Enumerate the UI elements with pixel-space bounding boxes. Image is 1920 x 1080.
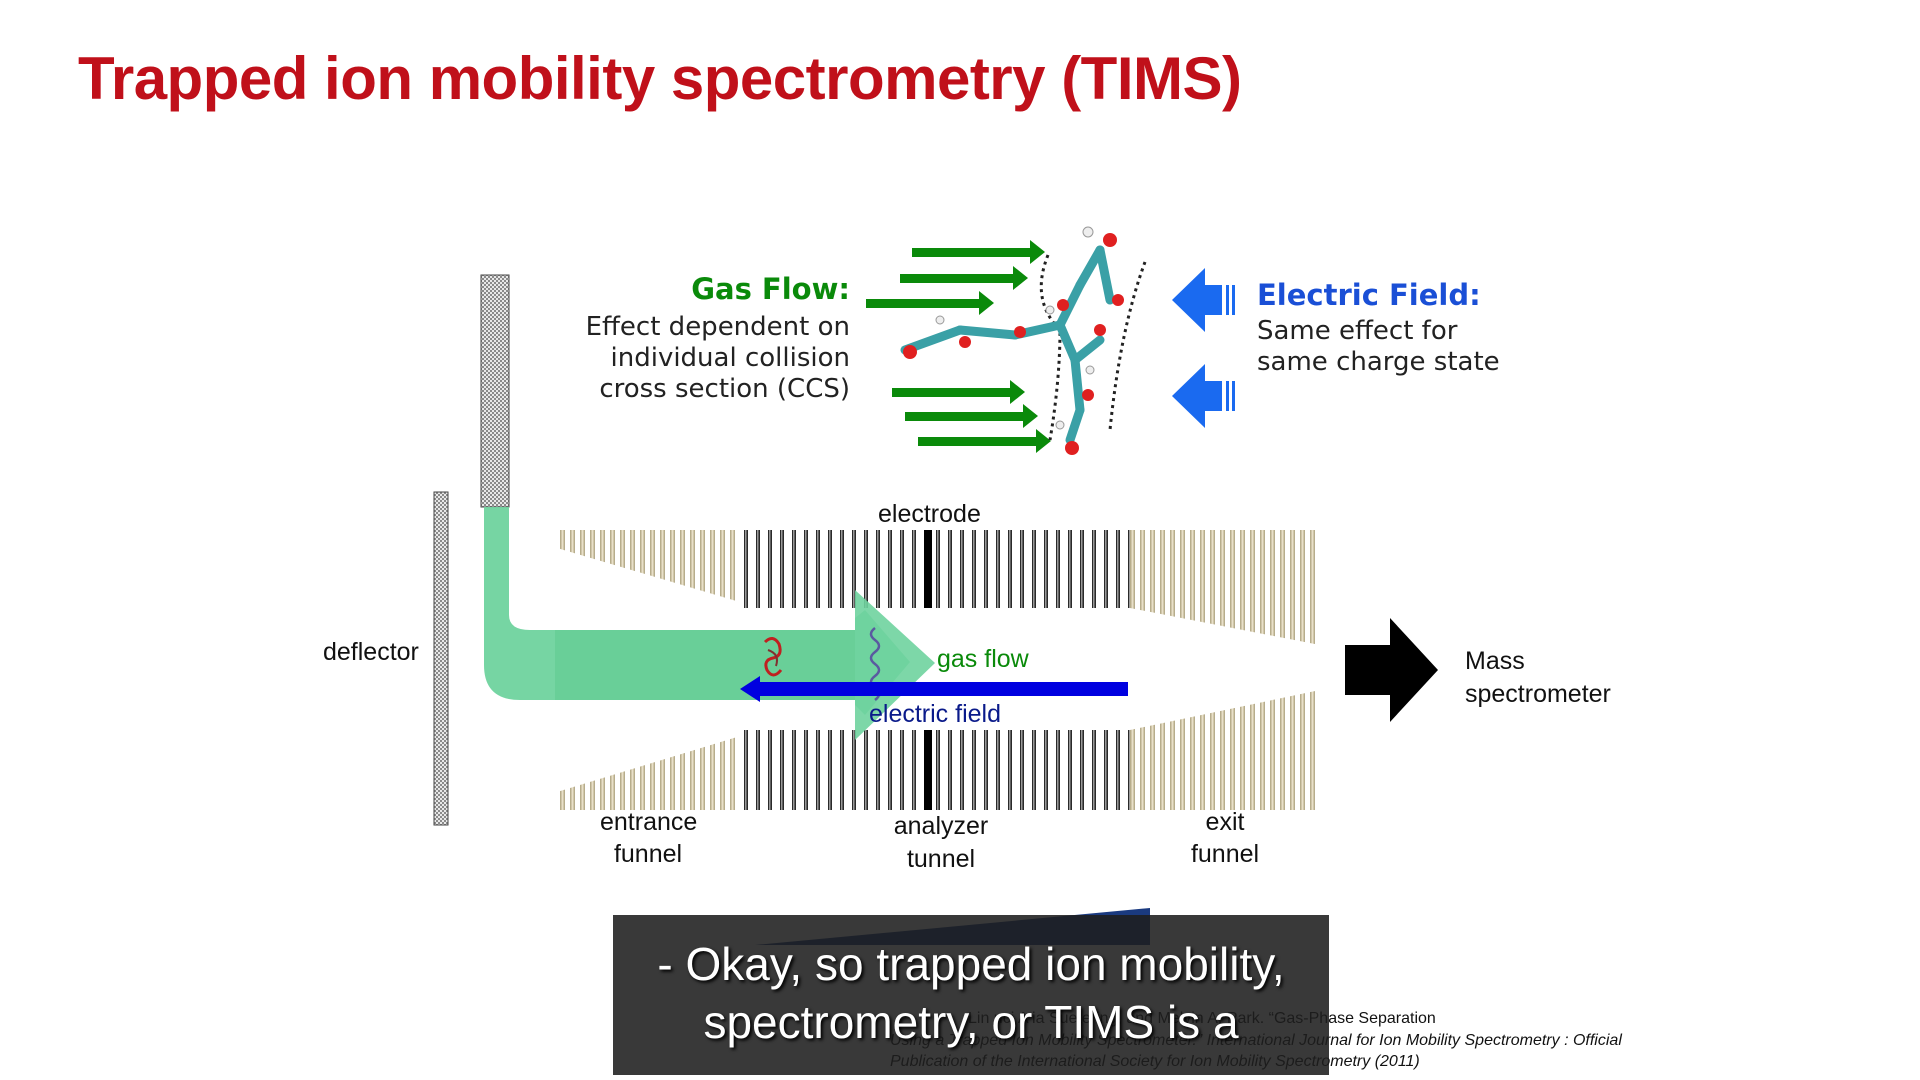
analyzer-tunnel-bottom [740, 730, 1130, 810]
gas-flow-line: individual collision [610, 343, 850, 373]
gas-flow-arrowhead [855, 590, 935, 740]
gas-flow-line: Effect dependent on [585, 312, 850, 342]
electrode-plate-top [924, 530, 932, 608]
slide-title: Trapped ion mobility spectrometry (TIMS) [78, 45, 1242, 112]
electric-field-line: same charge state [1257, 347, 1500, 377]
entrance-funnel-label-line2: funnel [613, 840, 683, 868]
electrode-plate-bottom [924, 730, 932, 810]
video-caption: - Okay, so trapped ion mobility, spectro… [613, 915, 1329, 1075]
electric-field-arrows [1172, 268, 1235, 428]
gas-flow-arrow [912, 240, 1045, 264]
exit-funnel-label-line2: funnel [1190, 840, 1260, 868]
analyzer-tunnel-label-line1: analyzer [893, 812, 989, 840]
molecule-icon [900, 226, 1147, 455]
electric-field-label: electric field [869, 700, 1001, 728]
electric-field-line: Same effect for [1257, 316, 1458, 346]
gas-flow-line: cross section (CCS) [599, 374, 850, 404]
gas-flow-arrow [905, 404, 1038, 428]
electric-field-arrow [1172, 268, 1235, 332]
gas-flow-arrow [866, 291, 994, 315]
inlet-capillary [480, 274, 510, 508]
mass-spectrometer-label-line2: spectrometer [1465, 680, 1611, 708]
gas-flow-heading: Gas Flow: [691, 272, 850, 306]
exit-funnel-label-line1: exit [1205, 808, 1245, 836]
deflector-label: deflector [323, 638, 419, 666]
electric-field-heading: Electric Field: [1257, 278, 1481, 312]
mass-spectrometer-label-line1: Mass [1465, 647, 1525, 675]
electric-field-arrow-main [740, 676, 1128, 702]
exit-funnel-top [1130, 530, 1320, 645]
compact-ion-icon [763, 637, 783, 677]
gas-flow-label: gas flow [937, 645, 1029, 673]
deflector-plate [433, 491, 449, 826]
entrance-funnel-top [557, 530, 760, 608]
entrance-funnel-label-line1: entrance [600, 808, 698, 836]
gas-flow-arrows [866, 240, 1051, 453]
electric-field-arrow [1172, 364, 1235, 428]
analyzer-tunnel-top [740, 530, 1130, 608]
gas-flow-arrow [892, 380, 1025, 404]
analyzer-tunnel-label-line2: tunnel [906, 845, 976, 873]
exit-funnel-bottom [1130, 690, 1320, 810]
caption-line: - Okay, so trapped ion mobility, [657, 938, 1285, 990]
mass-spectrometer-arrow [1345, 618, 1438, 722]
entrance-funnel-bottom [557, 730, 760, 810]
electrode-label: electrode [878, 500, 981, 528]
caption-line: spectrometry, or TIMS is a [703, 996, 1239, 1048]
gas-flow-arrow [900, 266, 1028, 290]
gas-flow-arrow [918, 429, 1051, 453]
